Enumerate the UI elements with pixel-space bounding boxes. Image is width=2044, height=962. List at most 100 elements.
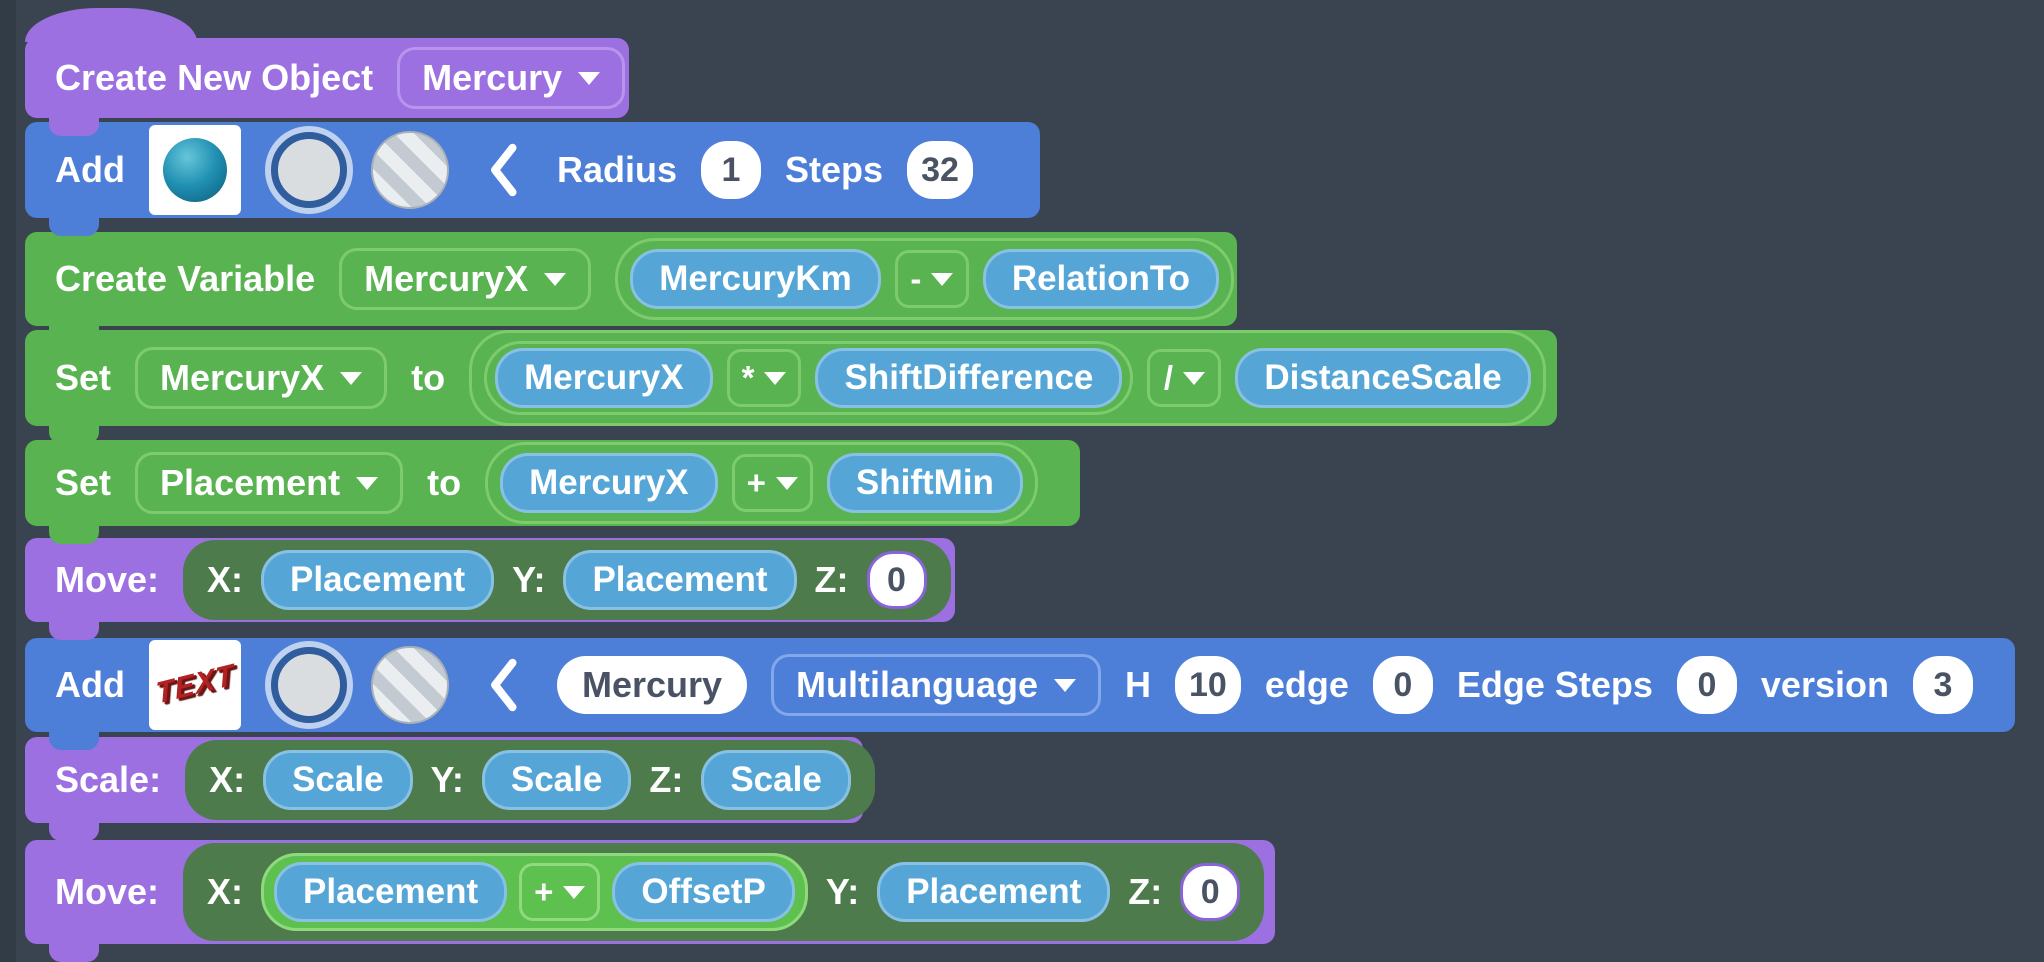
operator-value: + [534, 873, 554, 910]
variable-dropdown-value: MercuryX [160, 357, 325, 398]
operator-value: + [746, 464, 766, 501]
variable-pill-scale-x[interactable]: Scale [263, 750, 413, 810]
edge-input[interactable]: 0 [1372, 656, 1433, 714]
expression-group-outer: MercuryX * ShiftDifference / DistanceSca… [469, 330, 1546, 426]
axis-x-label: X: [209, 759, 246, 800]
operator-dropdown-plus[interactable]: + [519, 863, 601, 921]
language-dropdown[interactable]: Multilanguage [770, 654, 1101, 716]
steps-label: Steps [785, 149, 884, 190]
variable-dropdown[interactable]: MercuryX [339, 248, 592, 310]
add-label: Add [55, 149, 125, 190]
material-option-icon[interactable] [270, 647, 347, 723]
block-create-variable[interactable]: Create Variable MercuryX MercuryKm - Rel… [25, 232, 1237, 344]
variable-pill-mercuryx[interactable]: MercuryX [495, 348, 713, 408]
caret-down-icon [1053, 678, 1076, 692]
operator-value: - [910, 260, 922, 297]
version-label: version [1760, 664, 1889, 705]
collapse-chevron-icon[interactable] [487, 658, 519, 712]
block-set-placement[interactable]: Set Placement to MercuryX + ShiftMin [25, 440, 1080, 544]
z-value-input[interactable]: 0 [866, 551, 927, 609]
set-label: Set [55, 462, 112, 503]
variable-pill-distancescale[interactable]: DistanceScale [1235, 348, 1531, 408]
text-3d-glyph: TEXT [154, 658, 236, 711]
variable-pill-mercurykm[interactable]: MercuryKm [630, 249, 881, 309]
caret-down-icon [764, 371, 787, 385]
axis-z-label: Z: [649, 759, 684, 800]
to-label: to [427, 462, 462, 503]
variable-pill-shiftmin[interactable]: ShiftMin [826, 453, 1023, 513]
material-option-icon[interactable] [270, 132, 347, 208]
radius-input[interactable]: 1 [701, 141, 762, 199]
operator-value: / [1163, 359, 1173, 396]
block-move-1[interactable]: Move: X: Placement Y: Placement Z: 0 [25, 538, 955, 640]
operator-value: * [741, 359, 755, 396]
wireframe-option-icon[interactable] [370, 646, 449, 724]
z-value-input[interactable]: 0 [1180, 863, 1241, 921]
text-3d-preview-icon[interactable]: TEXT [148, 640, 241, 730]
operator-dropdown-plus[interactable]: + [731, 454, 813, 512]
edge-label: edge [1264, 664, 1349, 705]
axis-y-label: Y: [825, 871, 860, 912]
axis-y-label: Y: [512, 559, 546, 600]
h-input[interactable]: 10 [1174, 656, 1241, 714]
collapse-chevron-icon[interactable] [487, 143, 519, 197]
variable-pill-offsetp[interactable]: OffsetP [612, 862, 795, 922]
block-move-2[interactable]: Move: X: Placement + OffsetP Y: Placemen… [25, 840, 1275, 962]
caret-down-icon [356, 476, 379, 490]
caret-down-icon [1182, 371, 1205, 385]
block-scale[interactable]: Scale: X: Scale Y: Scale Z: Scale [25, 737, 875, 841]
variable-pill-scale-z[interactable]: Scale [701, 750, 851, 810]
version-input[interactable]: 3 [1912, 656, 1973, 714]
sphere-glyph [162, 138, 227, 202]
caret-down-icon [578, 71, 601, 85]
axis-x-label: X: [207, 559, 244, 600]
scale-label: Scale: [55, 759, 162, 800]
coordinates-group: X: Placement + OffsetP Y: Placement Z: 0 [183, 843, 1265, 941]
variable-pill-placement-y[interactable]: Placement [563, 550, 797, 610]
block-set-mercuryx[interactable]: Set MercuryX to MercuryX * ShiftDifferen… [25, 330, 1557, 444]
variable-pill-shiftdifference[interactable]: ShiftDifference [815, 348, 1123, 408]
to-label: to [411, 357, 446, 398]
expression-group-inner: MercuryX * ShiftDifference [484, 341, 1134, 415]
operator-dropdown-multiply[interactable]: * [726, 349, 802, 407]
block-add-text[interactable]: Add TEXT Mercury Multilanguage H 10 edge… [25, 638, 2015, 750]
axis-y-label: Y: [430, 759, 464, 800]
variable-pill-scale-y[interactable]: Scale [481, 750, 632, 810]
radius-label: Radius [556, 149, 678, 190]
edge-steps-input[interactable]: 0 [1676, 656, 1737, 714]
coordinates-group: X: Placement Y: Placement Z: 0 [183, 540, 951, 620]
sphere-preview-icon[interactable] [148, 125, 241, 215]
object-dropdown-value: Mercury [422, 57, 563, 98]
variable-dropdown[interactable]: MercuryX [135, 347, 388, 409]
block-add-sphere[interactable]: Add Radius 1 Steps 32 [25, 122, 1040, 236]
caret-down-icon [340, 371, 363, 385]
operator-dropdown-divide[interactable]: / [1147, 349, 1222, 407]
canvas-left-edge [0, 0, 16, 962]
axis-x-label: X: [207, 871, 244, 912]
block-create-new-object[interactable]: Create New Object Mercury [25, 8, 629, 136]
caret-down-icon [544, 272, 567, 286]
wireframe-option-icon[interactable] [370, 131, 449, 209]
coordinates-group: X: Scale Y: Scale Z: Scale [185, 740, 875, 820]
variable-dropdown-value: MercuryX [364, 258, 529, 299]
variable-pill-mercuryx[interactable]: MercuryX [500, 453, 718, 513]
object-dropdown[interactable]: Mercury [397, 47, 626, 109]
language-dropdown-value: Multilanguage [795, 664, 1038, 705]
caret-down-icon [775, 476, 798, 490]
axis-z-label: Z: [1128, 871, 1163, 912]
variable-dropdown[interactable]: Placement [135, 452, 404, 514]
variable-pill-relationto[interactable]: RelationTo [982, 249, 1220, 309]
set-label: Set [55, 357, 112, 398]
variable-pill-placement-x[interactable]: Placement [261, 550, 495, 610]
variable-pill-placement-y[interactable]: Placement [877, 862, 1111, 922]
operator-dropdown-minus[interactable]: - [894, 250, 969, 308]
steps-input[interactable]: 32 [907, 141, 973, 199]
h-label: H [1124, 664, 1151, 705]
caret-down-icon [563, 885, 586, 899]
move-label: Move: [55, 871, 160, 912]
variable-dropdown-value: Placement [160, 462, 341, 503]
variable-pill-placement-x[interactable]: Placement [274, 862, 508, 922]
text-name-input[interactable]: Mercury [556, 656, 747, 714]
create-new-object-label: Create New Object [55, 57, 374, 98]
